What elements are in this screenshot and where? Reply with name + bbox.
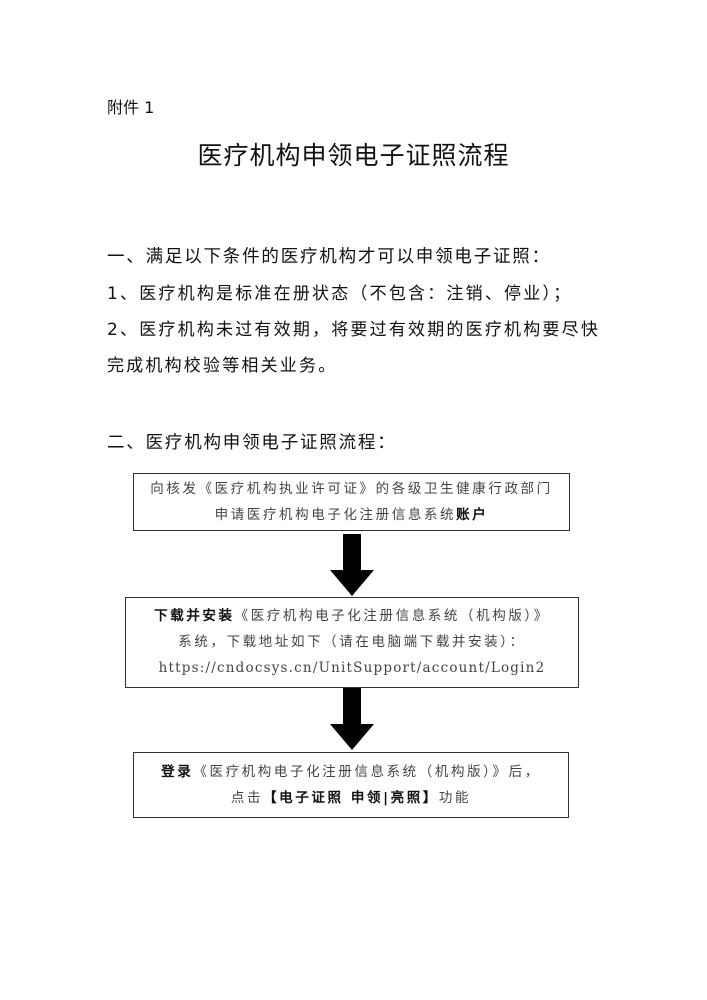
page-title: 医疗机构申领电子证照流程 <box>197 141 510 170</box>
step1-text: 申请医疗机构电子化注册信息系统 <box>214 507 457 523</box>
step2-text: 《医疗机构电子化注册信息系统（机构版）》 <box>234 608 550 624</box>
step3-function-name: 【电子证照 申领|亮照】 <box>263 790 439 806</box>
down-arrow-icon <box>330 688 374 750</box>
step3-text: 《医疗机构电子化注册信息系统（机构版）》后， <box>193 764 541 780</box>
condition-item: 1、医疗机构是标准在册状态（不包含：注销、停业）； <box>107 284 573 304</box>
step1-emphasis: 账户 <box>456 507 489 523</box>
flow-step-2: 下载并安装《医疗机构电子化注册信息系统（机构版）》 系统，下载地址如下（请在电脑… <box>125 597 579 688</box>
down-arrow-icon <box>330 534 374 596</box>
flow-step-3: 登录《医疗机构电子化注册信息系统（机构版）》后， 点击【电子证照 申领|亮照】功… <box>133 752 569 818</box>
download-url: https://cndocsys.cn/UnitSupport/account/… <box>158 660 546 676</box>
step3-line2: 点击【电子证照 申领|亮照】功能 <box>134 785 568 811</box>
section1-heading: 一、满足以下条件的医疗机构才可以申领电子证照： <box>107 247 551 267</box>
step3-line1: 登录《医疗机构电子化注册信息系统（机构版）》后， <box>134 759 568 785</box>
step2-line1: 下载并安装《医疗机构电子化注册信息系统（机构版）》 <box>126 603 578 629</box>
condition-item: 2、医疗机构未过有效期，将要过有效期的医疗机构要尽快 <box>107 320 601 340</box>
flow-step-1: 向核发《医疗机构执业许可证》的各级卫生健康行政部门 申请医疗机构电子化注册信息系… <box>133 473 570 531</box>
condition-item: 完成机构校验等相关业务。 <box>107 356 338 376</box>
step3-emphasis: 登录 <box>161 764 194 780</box>
step1-line2: 申请医疗机构电子化注册信息系统账户 <box>134 502 569 528</box>
step3-text: 功能 <box>438 790 472 806</box>
step3-text: 点击 <box>230 790 264 806</box>
step1-line1: 向核发《医疗机构执业许可证》的各级卫生健康行政部门 <box>150 481 553 497</box>
attachment-label: 附件 1 <box>107 98 155 117</box>
step2-line2: 系统，下载地址如下（请在电脑端下载并安装）： <box>178 634 526 650</box>
step2-emphasis: 下载并安装 <box>154 608 235 624</box>
section2-heading: 二、医疗机构申领电子证照流程： <box>107 433 397 453</box>
